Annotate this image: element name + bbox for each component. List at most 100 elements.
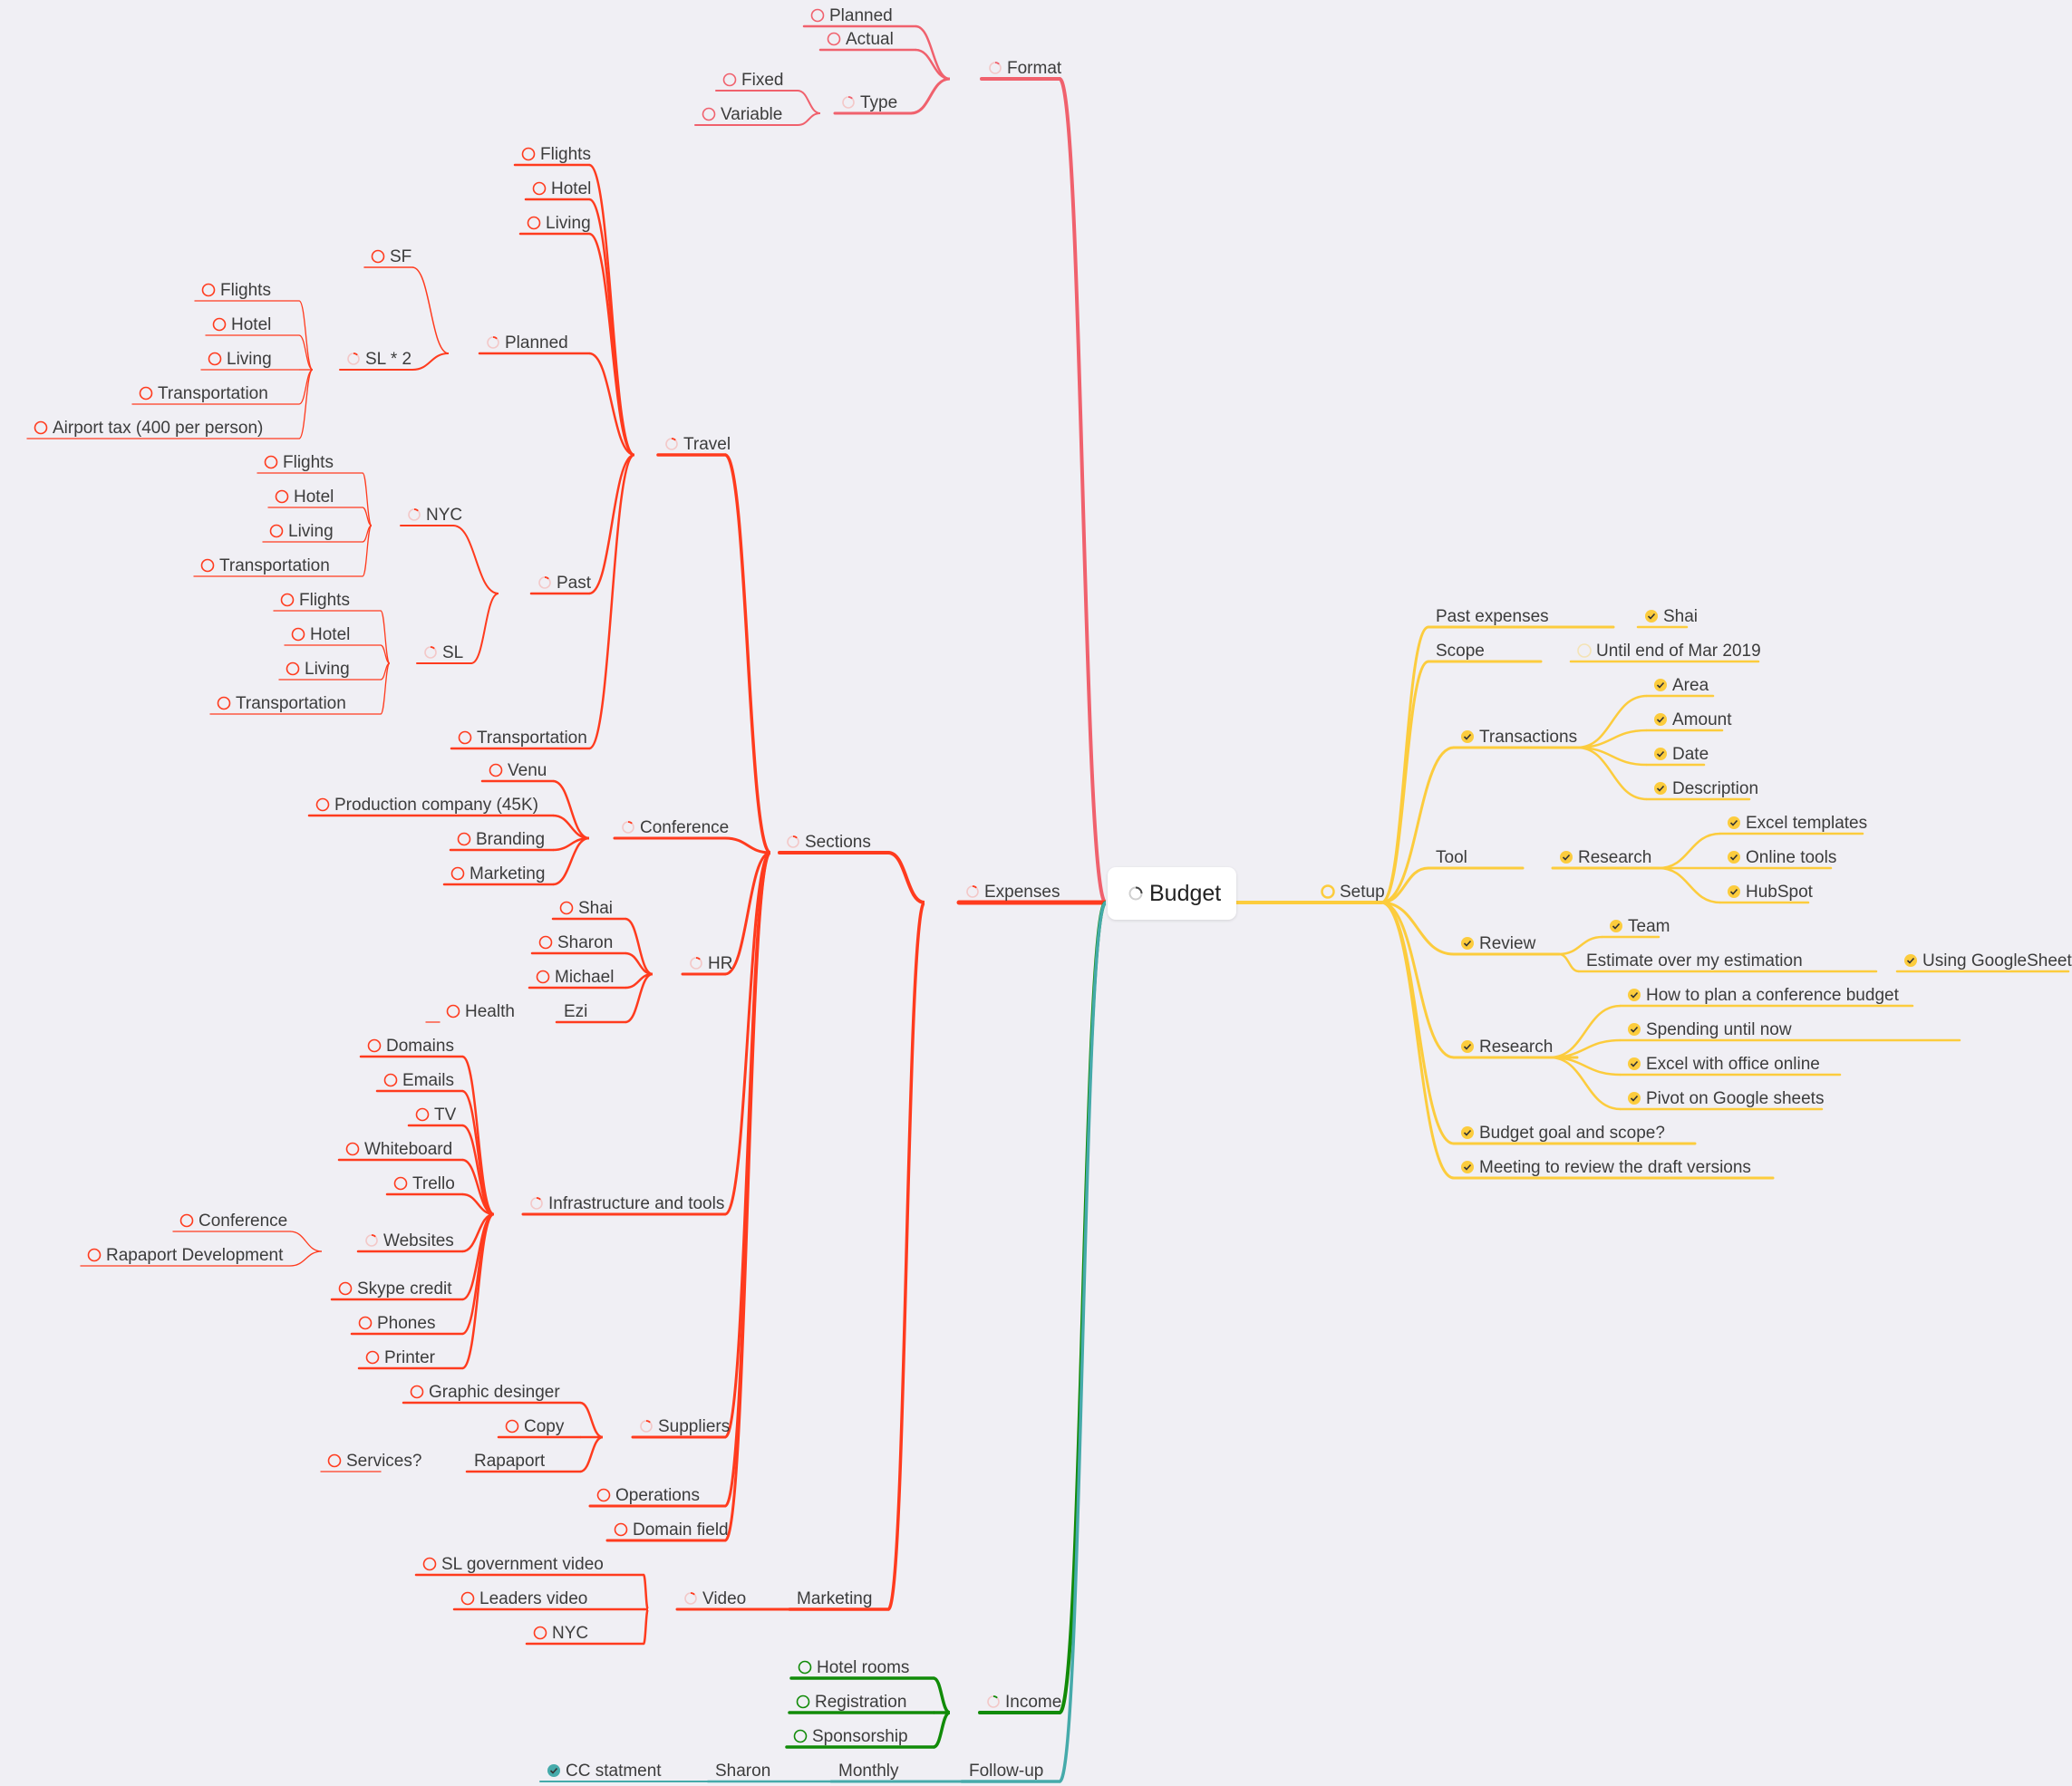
node-n84[interactable]: Date: [1672, 745, 1709, 764]
check-done-icon[interactable]: [1628, 989, 1641, 1001]
node-n35[interactable]: Production company (45K): [334, 796, 538, 815]
check-done-icon[interactable]: [1560, 851, 1573, 864]
todo-circle-icon[interactable]: [489, 763, 503, 777]
node-n99[interactable]: Pivot on Google sheets: [1646, 1089, 1824, 1108]
node-n92[interactable]: Team: [1628, 917, 1670, 936]
node-n37[interactable]: Marketing: [470, 864, 545, 883]
todo-circle-icon[interactable]: [446, 1004, 460, 1019]
check-done-icon[interactable]: [1461, 937, 1474, 950]
node-n44[interactable]: Infrastructure and tools: [548, 1194, 724, 1213]
todo-circle-icon[interactable]: [139, 386, 153, 401]
node-n42[interactable]: Ezi: [564, 1002, 587, 1021]
node-n52[interactable]: Rapaport Development: [106, 1246, 284, 1265]
node-n4[interactable]: Type: [860, 93, 897, 112]
check-done-icon[interactable]: [1728, 851, 1740, 864]
node-n6[interactable]: Variable: [721, 105, 782, 124]
todo-circle-icon[interactable]: [457, 832, 471, 846]
todo-circle-icon[interactable]: [722, 72, 737, 87]
node-n82[interactable]: Area: [1672, 676, 1709, 695]
node-n57[interactable]: Graphic desinger: [429, 1383, 560, 1402]
node-n91[interactable]: Review: [1479, 934, 1536, 953]
node-n27[interactable]: SL: [442, 643, 463, 662]
node-n56[interactable]: Suppliers: [658, 1417, 730, 1436]
todo-circle-icon[interactable]: [358, 1316, 373, 1330]
node-n28[interactable]: Flights: [299, 591, 350, 610]
node-n55[interactable]: Printer: [384, 1348, 436, 1367]
node-n5[interactable]: Fixed: [741, 71, 783, 90]
todo-circle-icon[interactable]: [827, 32, 841, 46]
node-n79[interactable]: Scope: [1436, 642, 1485, 661]
check-done-icon[interactable]: [1904, 954, 1917, 967]
todo-circle-icon[interactable]: [538, 935, 553, 950]
todo-circle-icon[interactable]: [810, 8, 825, 23]
node-n3[interactable]: Actual: [846, 30, 894, 49]
node-n97[interactable]: Spending until now: [1646, 1020, 1792, 1039]
node-n64[interactable]: Video: [702, 1589, 746, 1608]
node-n100[interactable]: Budget goal and scope?: [1479, 1124, 1665, 1143]
todo-circle-icon[interactable]: [521, 147, 536, 161]
node-n16[interactable]: Flights: [220, 281, 271, 300]
node-n50[interactable]: Websites: [383, 1231, 454, 1250]
node-n89[interactable]: Online tools: [1746, 848, 1836, 867]
node-n90[interactable]: HubSpot: [1746, 883, 1814, 902]
node-n7[interactable]: Expenses: [984, 883, 1060, 902]
check-done-icon[interactable]: [1728, 885, 1740, 898]
todo-circle-icon[interactable]: [793, 1729, 808, 1743]
todo-circle-icon[interactable]: [614, 1522, 628, 1537]
faint-circle-icon[interactable]: [1577, 643, 1592, 658]
root-node-budget[interactable]: [1108, 867, 1236, 920]
check-done-icon[interactable]: [1610, 920, 1622, 932]
node-n13[interactable]: Planned: [505, 333, 568, 352]
todo-circle-icon[interactable]: [217, 696, 231, 710]
todo-circle-icon[interactable]: [179, 1213, 194, 1228]
node-n43[interactable]: Health: [465, 1002, 515, 1021]
node-n69[interactable]: Hotel rooms: [817, 1658, 909, 1677]
node-n8[interactable]: Sections: [805, 833, 871, 852]
node-n40[interactable]: Sharon: [557, 933, 613, 952]
node-n85[interactable]: Description: [1672, 779, 1758, 798]
node-n39[interactable]: Shai: [578, 899, 613, 918]
node-n96[interactable]: How to plan a conference budget: [1646, 986, 1900, 1005]
todo-circle-icon[interactable]: [415, 1107, 430, 1122]
todo-circle-icon[interactable]: [275, 489, 289, 504]
todo-circle-icon[interactable]: [286, 661, 300, 676]
check-done-icon[interactable]: [1654, 679, 1667, 691]
node-n9[interactable]: Travel: [683, 435, 731, 454]
todo-circle-icon[interactable]: [527, 216, 541, 230]
todo-circle-icon[interactable]: [269, 524, 284, 538]
todo-circle-icon[interactable]: [796, 1694, 810, 1709]
node-n80[interactable]: Until end of Mar 2019: [1596, 642, 1761, 661]
node-n29[interactable]: Hotel: [310, 625, 350, 644]
todo-circle-icon[interactable]: [280, 593, 295, 607]
node-n61[interactable]: Operations: [615, 1486, 700, 1505]
check-done-icon[interactable]: [1628, 1092, 1641, 1105]
todo-circle-icon[interactable]: [371, 249, 385, 264]
node-n88[interactable]: Excel templates: [1746, 814, 1867, 833]
todo-circle-icon[interactable]: [596, 1488, 611, 1502]
node-n38[interactable]: HR: [708, 954, 732, 973]
node-n19[interactable]: Transportation: [158, 384, 268, 403]
node-n53[interactable]: Skype credit: [357, 1279, 452, 1298]
todo-circle-icon[interactable]: [264, 455, 278, 469]
node-n36[interactable]: Branding: [476, 830, 545, 849]
node-n94[interactable]: Using GoogleSheet: [1922, 951, 2072, 970]
node-n75[interactable]: CC statment: [566, 1762, 662, 1781]
todo-circle-icon[interactable]: [532, 181, 547, 196]
todo-circle-icon[interactable]: [338, 1281, 353, 1296]
todo-circle-icon[interactable]: [201, 283, 216, 297]
todo-circle-icon[interactable]: [505, 1419, 519, 1434]
node-n54[interactable]: Phones: [377, 1314, 435, 1333]
check-done-icon[interactable]: [1461, 730, 1474, 743]
todo-circle-icon[interactable]: [450, 866, 465, 881]
node-n68[interactable]: Income: [1005, 1693, 1061, 1712]
todo-circle-icon[interactable]: [367, 1038, 382, 1053]
todo-circle-icon[interactable]: [212, 317, 227, 332]
node-n66[interactable]: Leaders video: [479, 1589, 587, 1608]
node-n74[interactable]: Sharon: [715, 1762, 770, 1781]
todo-circle-icon[interactable]: [34, 420, 48, 435]
todo-circle-icon[interactable]: [327, 1453, 342, 1468]
ring-status-icon[interactable]: [1321, 884, 1335, 899]
todo-circle-icon[interactable]: [365, 1350, 380, 1365]
node-n26[interactable]: Transportation: [219, 556, 330, 575]
check-done-icon[interactable]: [1461, 1126, 1474, 1139]
